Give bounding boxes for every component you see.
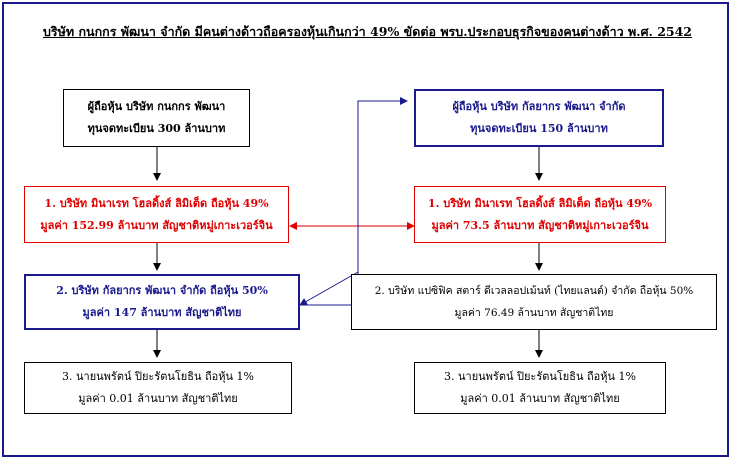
right-level1-line2: มูลค่า 73.5 ล้านบาท สัญชาติหมู่เกาะเวอร์… xyxy=(431,218,649,232)
diagram-title: บริษัท กนกกร พัฒนา จำกัด มีคนต่างด้าวถือ… xyxy=(43,24,692,39)
left-top-line1: ผู้ถือหุ้น บริษัท กนกกร พัฒนา xyxy=(87,100,226,113)
left-level1-line1: 1. บริษัท มินาเรท โฮลดิ้งส์ ลิมิเต็ด ถือ… xyxy=(44,196,269,210)
right-level3-line1: 3. นายนพรัตน์ ปิยะรัตนโยธิน ถือหุ้น 1% xyxy=(444,370,636,383)
left-level3-line1: 3. นายนพรัตน์ ปิยะรัตนโยธิน ถือหุ้น 1% xyxy=(62,370,254,383)
left-level1-line2: มูลค่า 152.99 ล้านบาท สัญชาติหมู่เกาะเวอ… xyxy=(40,218,273,232)
arrow-blue-to-left-level2 xyxy=(299,271,359,306)
right-top-line1: ผู้ถือหุ้น บริษัท กัลยากร พัฒนา จำกัด xyxy=(452,100,626,113)
right-level2-box: 2. บริษัท แปซิฟิค สตาร์ ดีเวลลอปเม้นท์ (… xyxy=(351,274,717,330)
left-level2-box: 2. บริษัท กัลยากร พัฒนา จำกัด ถือหุ้น 50… xyxy=(24,274,300,330)
right-top-line2: ทุนจดทะเบียน 150 ล้านบาท xyxy=(470,122,608,135)
left-level3-box: 3. นายนพรัตน์ ปิยะรัตนโยธิน ถือหุ้น 1% ม… xyxy=(24,362,292,414)
left-level3-line2: มูลค่า 0.01 ล้านบาท สัญชาติไทย xyxy=(78,392,238,405)
right-level3-box: 3. นายนพรัตน์ ปิยะรัตนโยธิน ถือหุ้น 1% ม… xyxy=(414,362,666,414)
left-top-box: ผู้ถือหุ้น บริษัท กนกกร พัฒนา ทุนจดทะเบี… xyxy=(63,89,250,147)
right-level1-line1: 1. บริษัท มินาเรท โฮลดิ้งส์ ลิมิเต็ด ถือ… xyxy=(427,196,653,210)
arrow-blue-to-right-top xyxy=(300,97,408,306)
left-level2-line1: 2. บริษัท กัลยากร พัฒนา จำกัด ถือหุ้น 50… xyxy=(56,284,268,297)
left-level2-line2: มูลค่า 147 ล้านบาท สัญชาติไทย xyxy=(82,306,242,319)
right-top-box: ผู้ถือหุ้น บริษัท กัลยากร พัฒนา จำกัด ทุ… xyxy=(414,89,664,147)
right-level2-line2: มูลค่า 76.49 ล้านบาท สัญชาติไทย xyxy=(454,307,614,319)
right-level3-line2: มูลค่า 0.01 ล้านบาท สัญชาติไทย xyxy=(460,392,620,405)
left-level1-box: 1. บริษัท มินาเรท โฮลดิ้งส์ ลิมิเต็ด ถือ… xyxy=(24,186,289,243)
left-top-line2: ทุนจดทะเบียน 300 ล้านบาท xyxy=(87,122,226,135)
right-level1-box: 1. บริษัท มินาเรท โฮลดิ้งส์ ลิมิเต็ด ถือ… xyxy=(414,186,666,243)
right-level2-line1: 2. บริษัท แปซิฟิค สตาร์ ดีเวลลอปเม้นท์ (… xyxy=(374,285,694,297)
